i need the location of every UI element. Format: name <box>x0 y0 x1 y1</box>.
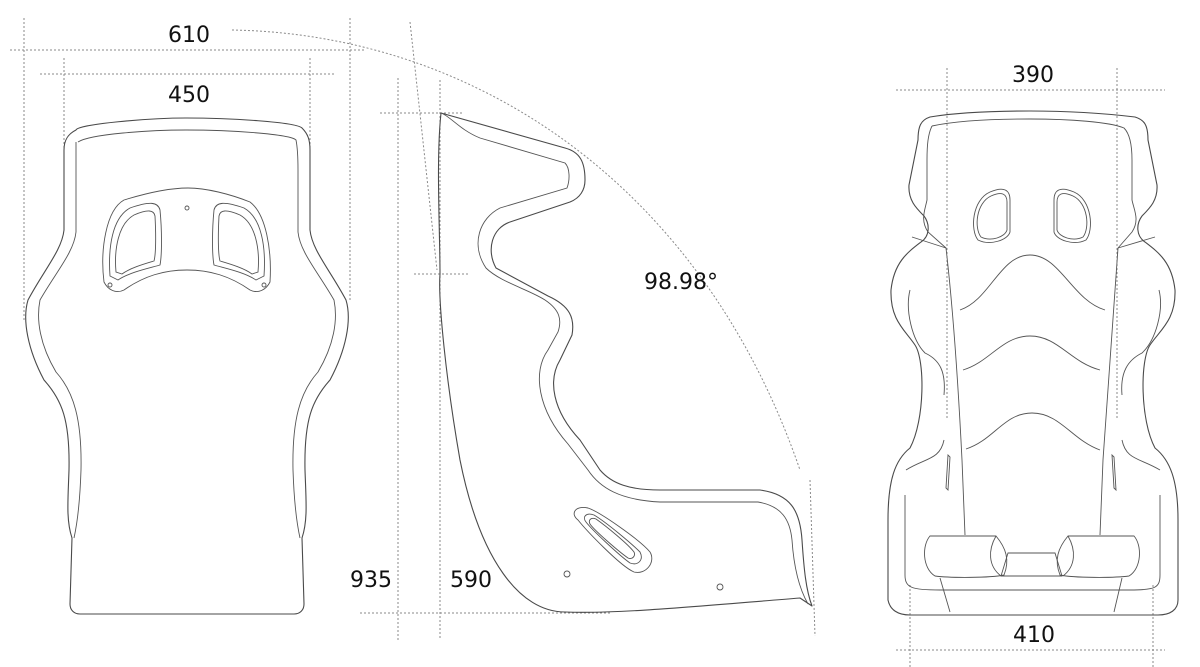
recline-angle-label: 98.98° <box>644 270 718 295</box>
backrest-height-label: 590 <box>450 568 492 593</box>
front-view-dimension-lines <box>896 68 1165 667</box>
overall-height-label: 935 <box>350 568 392 593</box>
seat-side-view <box>437 112 813 613</box>
upper-inner-width-label: 390 <box>1012 63 1054 88</box>
overall-width-label: 610 <box>168 23 210 48</box>
seat-front-view <box>887 110 1179 616</box>
back-view-dimension-lines <box>10 18 364 320</box>
seat-back-view <box>25 117 349 615</box>
shoulder-width-label: 450 <box>168 83 210 108</box>
seat-base-width-label: 410 <box>1013 623 1055 648</box>
side-view-dimension-lines <box>231 21 816 640</box>
